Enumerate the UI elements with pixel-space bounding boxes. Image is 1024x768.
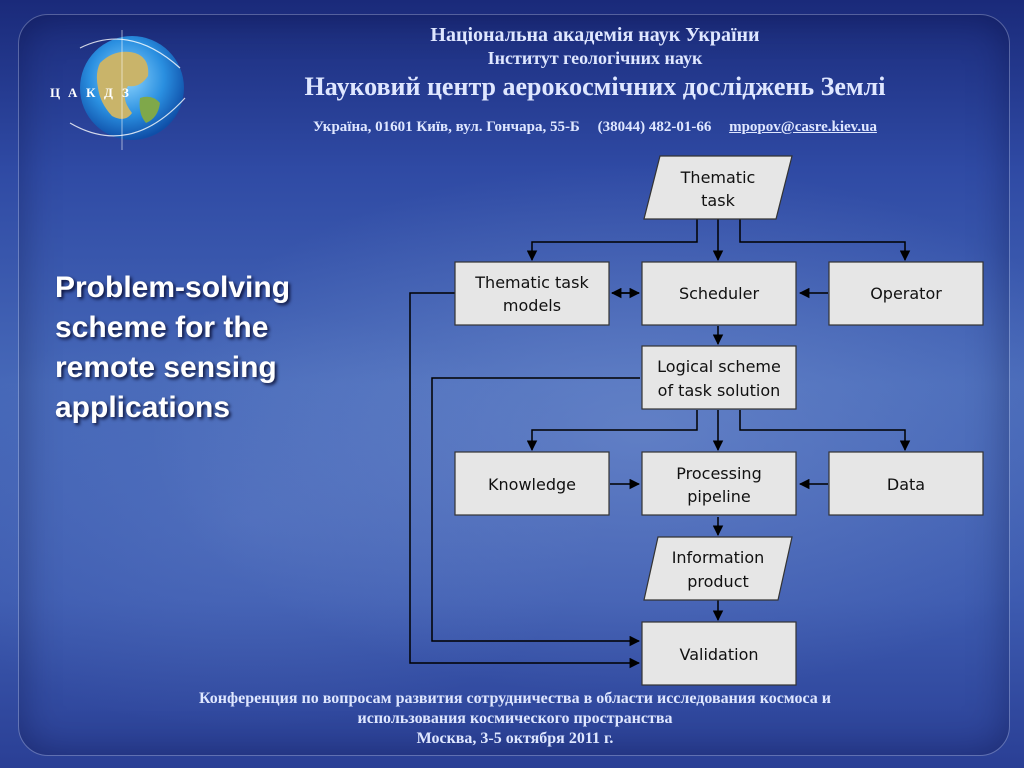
- node-label: Knowledge: [488, 475, 576, 494]
- node-label: Scheduler: [679, 284, 760, 303]
- node-label: models: [503, 296, 561, 315]
- globe-logo: Ц А К Д З: [50, 30, 186, 150]
- edge-task-operator: [739, 219, 911, 262]
- footer-location-date: Москва, 3-5 октября 2011 г.: [416, 730, 614, 747]
- node-label: Thematic: [680, 168, 756, 187]
- footer-conference: Конференция по вопросам развития сотрудн…: [199, 690, 831, 707]
- edge-logical-validation: [431, 377, 641, 647]
- email-link[interactable]: mpopov@casre.kiev.ua: [729, 119, 877, 135]
- footer-conference-cont: использования космического пространства: [357, 710, 673, 727]
- node-label: task: [701, 191, 735, 210]
- contact-line: Україна, 01601 Київ, вул. Гончара, 55-Б …: [200, 119, 990, 136]
- title-line: scheme for the: [55, 311, 269, 344]
- edge-task-models: [526, 219, 698, 262]
- node-logical-scheme: Logical scheme of task solution: [641, 345, 797, 410]
- slide-frame: [18, 14, 1010, 756]
- node-label: pipeline: [687, 487, 750, 506]
- title-line: applications: [55, 391, 231, 424]
- node-thematic-task-models: Thematic task models: [454, 261, 610, 326]
- node-label: Logical scheme: [657, 357, 781, 376]
- node-knowledge: Knowledge: [454, 451, 610, 516]
- node-label: of task solution: [658, 381, 781, 400]
- title-line: Problem-solving: [55, 271, 291, 304]
- logo-letter: К: [86, 85, 96, 100]
- logo-letter: Д: [104, 85, 113, 100]
- node-processing-pipeline: Processing pipeline: [641, 451, 797, 516]
- node-data: Data: [828, 451, 984, 516]
- node-scheduler: Scheduler: [641, 261, 797, 326]
- node-label: Information: [672, 548, 765, 567]
- node-label: Processing: [676, 464, 761, 483]
- node-label: product: [687, 572, 749, 591]
- slide-title: Problem-solving scheme for the remote se…: [55, 268, 355, 428]
- phone-number: (38044) 482-01-66: [597, 119, 712, 135]
- node-label: Thematic task: [474, 273, 589, 292]
- node-information-product: Information product: [643, 536, 793, 601]
- title-line: remote sensing: [55, 351, 277, 384]
- header-academy: Національна академія наук України: [430, 24, 760, 46]
- edge-logical-knowledge: [526, 410, 698, 452]
- logo-letter: Ц: [50, 85, 60, 100]
- edge-logical-data: [739, 410, 911, 452]
- node-validation: Validation: [641, 621, 797, 686]
- node-thematic-task: Thematic task: [643, 155, 793, 220]
- edge-models-validation: [409, 292, 641, 669]
- logo-letter: А: [68, 85, 78, 100]
- logo-letter: З: [122, 85, 129, 100]
- node-operator: Operator: [828, 261, 984, 326]
- header-institute: Інститут геологічних наук: [487, 48, 703, 68]
- header-center: Науковий центр аерокосмічних досліджень …: [304, 72, 886, 101]
- node-label: Validation: [679, 645, 758, 664]
- node-label: Data: [887, 475, 925, 494]
- postal-address: Україна, 01601 Київ, вул. Гончара, 55-Б: [313, 119, 580, 135]
- node-label: Operator: [870, 284, 942, 303]
